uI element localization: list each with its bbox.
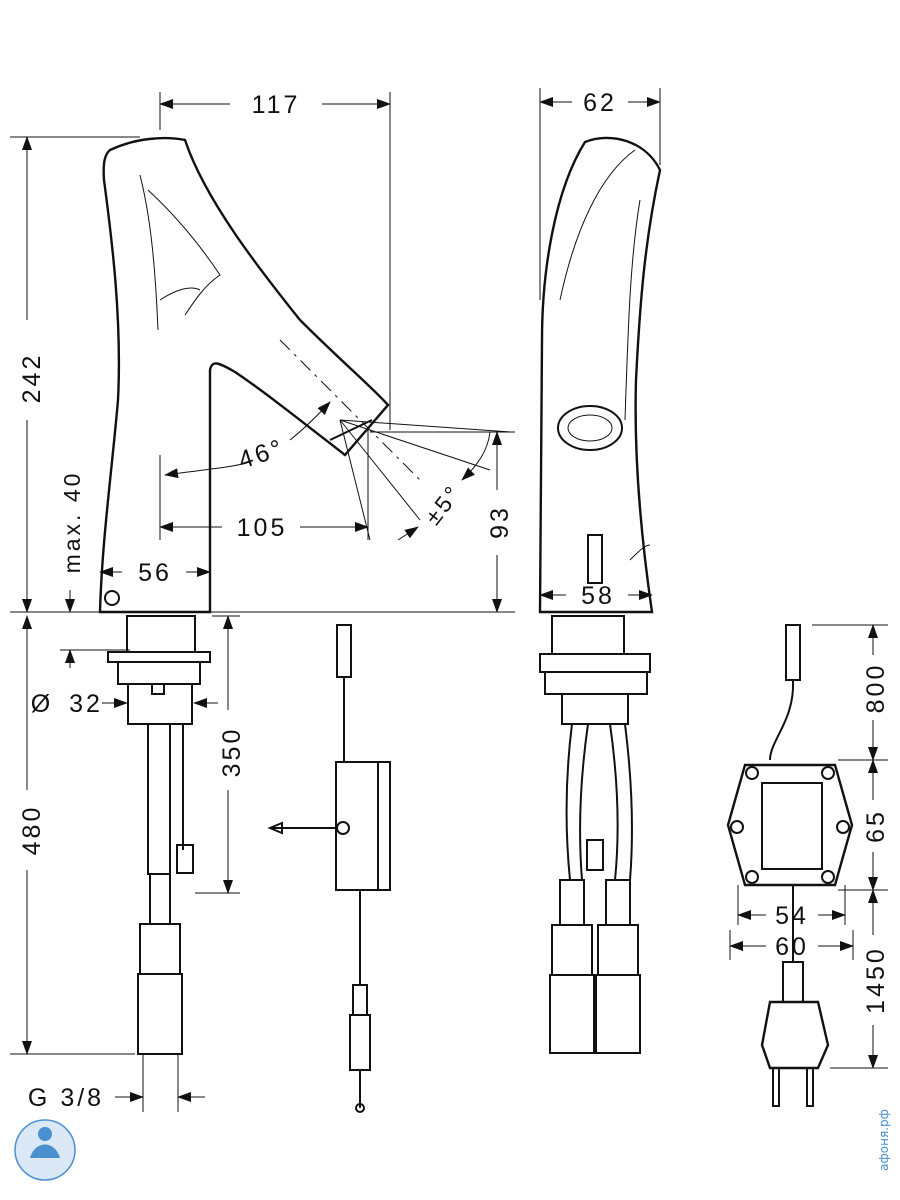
dim-105-label: 105 (237, 514, 288, 542)
dim-tolerance-label: ±5° (420, 479, 467, 529)
dim-350: 350 (195, 615, 246, 894)
dim-max40: max. 40 (59, 471, 85, 613)
dim-62: 62 (539, 88, 661, 300)
control-box-side (267, 624, 391, 1113)
dim-117-label: 117 (252, 91, 301, 119)
dim-58-label: 58 (581, 582, 615, 610)
dim-diameter-value: 32 (69, 690, 103, 718)
dim-65: 65 (838, 759, 890, 891)
dim-350-label: 350 (218, 727, 246, 778)
dim-46deg-label: 46° (235, 434, 288, 475)
dim-60-label: 60 (775, 933, 809, 961)
dim-800: 800 (812, 624, 890, 761)
dim-56-label: 56 (138, 559, 172, 587)
dim-480-label: 480 (18, 805, 46, 856)
front-mounting-assembly (107, 615, 211, 1055)
tolerance-arrow (397, 526, 419, 541)
dim-93: 93 (370, 431, 515, 613)
dim-93-label: 93 (486, 505, 514, 539)
dim-thread: G 3/8 (28, 1054, 205, 1112)
dim-117: 117 (159, 91, 391, 430)
dim-1450: 1450 (830, 889, 890, 1069)
spray-angle-lines (339, 419, 511, 541)
watermark: афоня.рф (14, 1109, 891, 1181)
dim-800-label: 800 (862, 663, 890, 714)
watermark-text: афоня.рф (877, 1109, 891, 1171)
dim-max40-label: max. 40 (59, 471, 85, 574)
dim-242: 242 (10, 136, 140, 613)
dim-thread-label: G 3/8 (28, 1084, 104, 1112)
dim-diameter-symbol: Ø (31, 690, 53, 718)
dim-65-label: 65 (862, 809, 890, 843)
dim-1450-label: 1450 (862, 946, 890, 1014)
power-supply-unit (726, 624, 854, 1107)
dim-54: 54 (737, 885, 846, 930)
dim-56: 56 (99, 559, 211, 587)
dim-58: 58 (539, 582, 653, 610)
dim-105: 105 (159, 430, 369, 542)
faucet-front-view (98, 136, 421, 614)
dim-62-label: 62 (583, 89, 617, 117)
faucet-side-view (538, 136, 662, 614)
dim-242-label: 242 (18, 353, 46, 404)
side-mounting-assembly (539, 615, 651, 1054)
dim-diameter-32: Ø 32 (31, 649, 218, 718)
dim-60: 60 (729, 930, 854, 961)
dim-480: 480 (10, 615, 135, 1055)
dim-54-label: 54 (775, 902, 809, 930)
